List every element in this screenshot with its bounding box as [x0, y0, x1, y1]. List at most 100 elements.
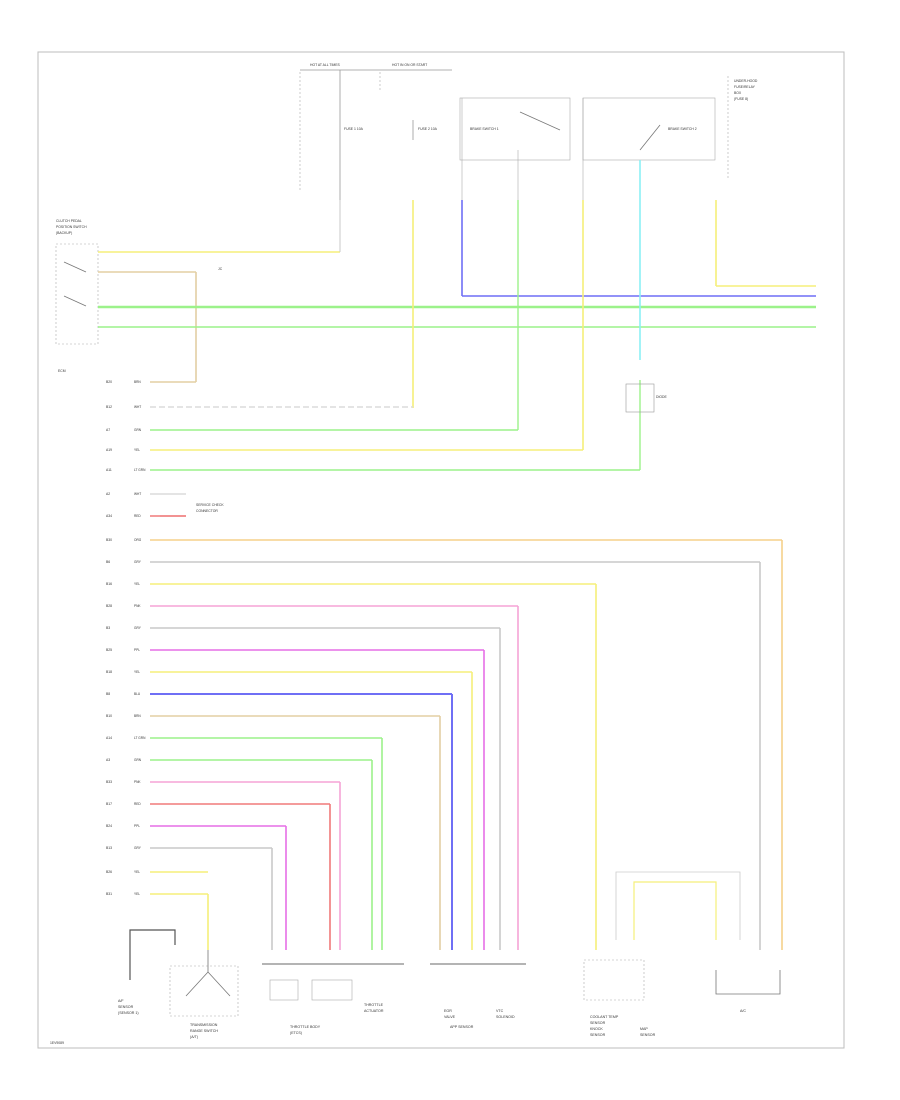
cts-box	[583, 959, 645, 1001]
joint-connector-label: JC	[218, 267, 223, 271]
clutch-switch-label-3: (BACKUP)	[56, 231, 72, 235]
tb-l1: THROTTLE BODY	[290, 1025, 321, 1029]
ecm-pin-code: B3	[106, 626, 110, 630]
brake-switch-2: BRAKE SWITCH 2	[582, 97, 716, 200]
ecm-pin-code: B12	[106, 405, 112, 409]
ecm-pin-code: A34	[106, 514, 112, 518]
ecm-pin-code: B6	[106, 560, 110, 564]
ecm-pin-code: B10	[106, 714, 112, 718]
ecm-pin-code: A2	[106, 492, 110, 496]
ecm-wire-color: RED	[134, 514, 141, 518]
ecm-wire-color: BRN	[134, 714, 141, 718]
af-sensor-l3: (SENSOR 1)	[118, 1011, 139, 1015]
clutch-contact-1	[63, 261, 87, 273]
diagram-id: 1EV9089	[50, 1041, 64, 1045]
app-l1: APP SENSOR	[450, 1025, 474, 1029]
fuse-header-group: HOT AT ALL TIMES HOT IN ON OR START FUSE…	[299, 63, 452, 250]
tb-box-1	[269, 979, 299, 1001]
under-hood-line-1: UNDER-HOOD	[734, 79, 758, 83]
brake-switch-1: BRAKE SWITCH 1	[459, 97, 571, 200]
ecm-wire-color: WHT	[134, 492, 141, 496]
ac-component: A/C	[715, 970, 781, 1013]
trans-l3: (A/T)	[190, 1035, 198, 1039]
knock-l2: SENSOR	[590, 1033, 606, 1037]
ecm-wire-color: GRY	[134, 846, 142, 850]
ccl-loop-1	[615, 871, 741, 940]
ecm-wire-color: LT GRN	[134, 468, 146, 472]
trans-line-3	[207, 971, 231, 997]
ecm-pin-code: B24	[106, 824, 112, 828]
ecm-wire-color: YEL	[134, 448, 140, 452]
ecm-pin-code: B20	[106, 380, 112, 384]
ecm-wire-color: GRY	[134, 560, 142, 564]
ecm-pin-code: B33	[106, 780, 112, 784]
brake-switch-1-box	[459, 97, 571, 161]
bottom-components: A/F SENSOR (SENSOR 1) TRANSMISSION RANGE…	[118, 871, 781, 1039]
tb-l2: (ETCS)	[290, 1031, 302, 1035]
map-l1: MAP	[640, 1027, 648, 1031]
af-sensor-l1: A/F	[118, 999, 124, 1003]
under-hood-label: UNDER-HOOD FUSE/RELAY BOX (FUSE 8)	[727, 76, 758, 180]
ac-bracket	[715, 970, 781, 995]
ecm-pin-code: B26	[106, 870, 112, 874]
coolant-sensor: COOLANT TEMP SENSOR KNOCK SENSOR MAP SEN…	[583, 959, 656, 1037]
ecm-pin-code: B30	[106, 538, 112, 542]
ecm-wire-color: BLU	[134, 692, 141, 696]
ecm-pin-code: B16	[106, 582, 112, 586]
ecm-pin-code: B8	[106, 692, 110, 696]
trans-box	[169, 965, 239, 1017]
diode-640: DIODE	[625, 383, 667, 413]
trans-line-2	[185, 971, 209, 997]
cts-l2: SENSOR	[590, 1021, 606, 1025]
tb-box-2	[311, 979, 353, 1001]
ecm-pin-code: B25	[106, 648, 112, 652]
bs1-contact	[519, 111, 561, 131]
ta-l1: THROTTLE	[364, 1003, 384, 1007]
bs2-contact	[639, 124, 661, 151]
af-sensor: A/F SENSOR (SENSOR 1)	[118, 929, 176, 1015]
ecm-wire-color: BRN	[134, 380, 141, 384]
fuse-1-label: FUSE 1 10A	[344, 127, 364, 131]
cts-l1: COOLANT TEMP	[590, 1015, 619, 1019]
ecm-pin-code: B31	[106, 892, 112, 896]
app-sensor: APP SENSOR EGR VALVE VTC SOLENOID	[430, 963, 526, 1029]
ecm-pin-code: B18	[106, 670, 112, 674]
knock-l1: KNOCK	[590, 1027, 603, 1031]
ecm-pin-code: B17	[106, 802, 112, 806]
upper-vertical-wires	[412, 200, 641, 470]
ecm-wire-color: LT GRN	[134, 736, 146, 740]
ecm-pin-code: B13	[106, 846, 112, 850]
under-hood-line-3: BOX	[734, 91, 742, 95]
trans-l2: RANGE SWITCH	[190, 1029, 218, 1033]
ecm-pin-code: A11	[106, 468, 112, 472]
ecm-wire-color: GRN	[134, 758, 142, 762]
diode-box	[625, 383, 655, 413]
under-hood-line-2: FUSE/RELAY	[734, 85, 756, 89]
egr-l2: VALVE	[444, 1015, 456, 1019]
ta-l2: ACTUATOR	[364, 1009, 384, 1013]
ecm-wire-color: RED	[134, 802, 141, 806]
ecm-label: ECM	[58, 369, 66, 373]
ecm-wire-color: YEL	[134, 670, 140, 674]
ccl-loop-2	[633, 881, 717, 940]
clutch-switch-label-2: POSITION SWITCH	[56, 225, 87, 229]
ecm-pin-code: A14	[106, 736, 112, 740]
af-sensor-loop	[129, 929, 176, 980]
ecm-pin-code: A19	[106, 448, 112, 452]
vtc-l2: SOLENOID	[496, 1015, 515, 1019]
ecm-pin-code: A7	[106, 428, 110, 432]
trans-range-switch: TRANSMISSION RANGE SWITCH (A/T)	[169, 950, 239, 1039]
egr-l1: EGR	[444, 1009, 452, 1013]
clutch-switch-label-1: CLUTCH PEDAL	[56, 219, 82, 223]
ecm-wire-color: YEL	[134, 870, 140, 874]
ecm-wire-color: PPL	[134, 824, 140, 828]
ecm-wire-color: WHT	[134, 405, 141, 409]
vtc-l1: VTC	[496, 1009, 504, 1013]
ecm-pin-code: A3	[106, 758, 110, 762]
clutch-switch-box	[55, 243, 99, 345]
brake-switch-1-label: BRAKE SWITCH 1	[470, 127, 499, 131]
fuse-2-label: FUSE 2 10A	[418, 127, 438, 131]
ecm-wire-color: GRY	[134, 626, 142, 630]
